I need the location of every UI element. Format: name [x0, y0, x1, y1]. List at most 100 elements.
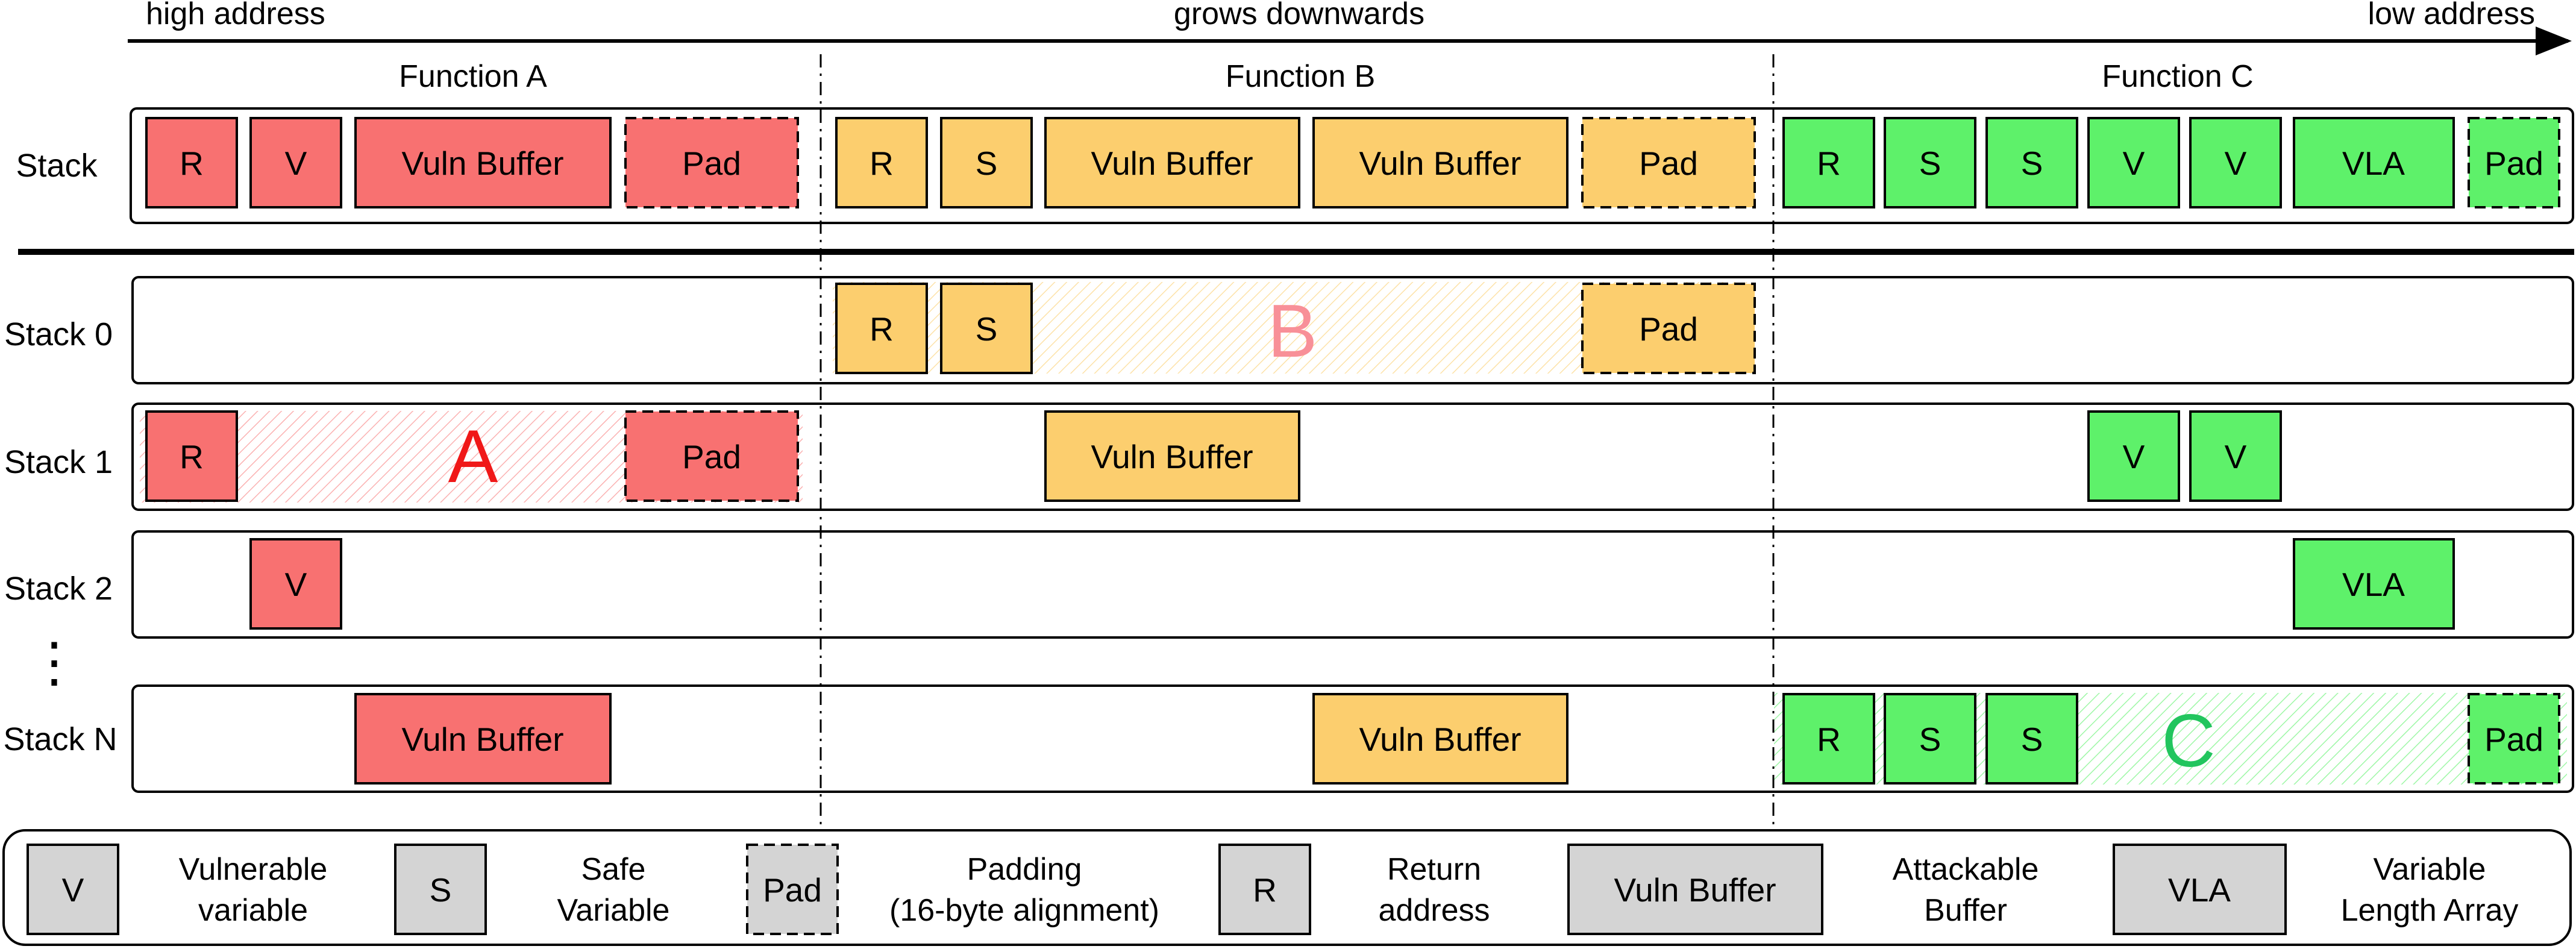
cell-label: R [180, 145, 204, 182]
legend-vuln-buffer-swatch [1567, 844, 1823, 935]
cell-label: Pad [1639, 310, 1698, 348]
legend-vulnerable-variable-swatch [27, 844, 119, 935]
cell-label: Pad [1639, 145, 1698, 182]
legend-safe-variable-swatch [394, 844, 487, 935]
cell-return-address [145, 410, 238, 502]
cell-label: R [870, 145, 894, 182]
cell-padding [624, 117, 799, 208]
cell-return-address [1782, 117, 1875, 208]
legend-vla-text: Variable [2374, 852, 2486, 887]
cell-label: V [2123, 438, 2145, 475]
cell-safe-variable [1985, 117, 2078, 208]
row-label-stack-2: Stack 2 [4, 571, 113, 607]
cell-vla [2293, 538, 2455, 630]
cell-label: VLA [2342, 145, 2405, 182]
high-address-label: high address [146, 0, 325, 31]
cell-label: S [976, 310, 998, 348]
cell-vulnerable-variable [2189, 410, 2282, 502]
cell-vuln-buffer [354, 693, 612, 785]
legend-vla-swatch [2113, 844, 2287, 935]
cell-vulnerable-variable [249, 538, 342, 630]
cell-padding [1581, 283, 1756, 374]
cell-label: V [285, 566, 307, 603]
stack-n-cells: Vuln Buffer Vuln Buffer R S S Pad [354, 693, 2560, 785]
cell-safe-variable [1884, 693, 1976, 785]
cell-return-address [145, 117, 238, 208]
cell-vuln-buffer [1044, 410, 1300, 502]
region-label-a: A [448, 415, 498, 498]
function-b-label: Function B [1226, 59, 1376, 94]
cell-label: R [1817, 145, 1841, 182]
cell-label: R [180, 438, 204, 475]
legend-padding-text: (16-byte alignment) [889, 893, 1159, 928]
legend-vulnerable-variable-text: variable [198, 893, 308, 928]
cell-padding [624, 410, 799, 502]
legend-safe-variable-text: Variable [557, 893, 670, 928]
region-label-c: C [2161, 700, 2216, 783]
cell-label: V [2123, 145, 2145, 182]
address-header: high address grows downwards low address [128, 0, 2572, 55]
legend-swatch-label: Pad [763, 871, 822, 909]
legend-padding-swatch [746, 844, 839, 935]
cell-vulnerable-variable [2189, 117, 2282, 208]
legend: V Vulnerable variable S Safe Variable Pa… [2, 829, 2572, 946]
cell-label: S [976, 145, 998, 182]
cell-label: Vuln Buffer [401, 721, 563, 758]
legend-return-address-swatch [1218, 844, 1311, 935]
stack-function-a-cells: R V Vuln Buffer Pad [145, 117, 799, 208]
row-label-stack: Stack [16, 148, 98, 184]
function-headers: Function A Function B Function C [399, 59, 2254, 94]
legend-vla-text: Length Array [2341, 893, 2519, 928]
region-label-b: B [1268, 290, 1318, 373]
legend-attackable-buffer-text: Attackable [1893, 852, 2039, 887]
legend-padding-text: Padding [967, 852, 1082, 887]
cell-vuln-buffer [354, 117, 612, 208]
legend-vulnerable-variable-text: Vulnerable [179, 852, 328, 887]
stack-function-b-cells: R S Vuln Buffer Vuln Buffer Pad [835, 117, 1756, 208]
vertical-ellipsis: ⋮ [27, 633, 81, 693]
cell-label: Vuln Buffer [1091, 145, 1253, 182]
stack-0-function-b-cells: R S Pad [835, 283, 1756, 374]
cell-padding [2468, 693, 2560, 785]
legend-swatch-label: R [1253, 871, 1277, 909]
cell-label: Vuln Buffer [1359, 721, 1521, 758]
cell-padding [2468, 117, 2560, 208]
cell-safe-variable [940, 117, 1033, 208]
cell-vla [2293, 117, 2455, 208]
cell-label: Pad [2484, 145, 2543, 182]
cell-vulnerable-variable [2087, 410, 2180, 502]
cell-label: Vuln Buffer [401, 145, 563, 182]
cell-label: V [285, 145, 307, 182]
cell-label: S [2021, 145, 2043, 182]
cell-label: Pad [682, 438, 741, 475]
cell-label: R [870, 310, 894, 348]
function-a-label: Function A [399, 59, 547, 94]
cell-vuln-buffer [1044, 117, 1300, 208]
legend-safe-variable-text: Safe [581, 852, 646, 887]
cell-label: S [1919, 721, 1941, 758]
cell-label: Vuln Buffer [1359, 145, 1521, 182]
grows-downwards-label: grows downwards [1174, 0, 1424, 31]
cell-label: Pad [682, 145, 741, 182]
low-address-label: low address [2368, 0, 2535, 31]
legend-return-address-text: Return [1387, 852, 1481, 887]
function-c-label: Function C [2102, 59, 2253, 94]
row-label-stack-n: Stack N [3, 721, 117, 757]
row-label-stack-0: Stack 0 [4, 316, 113, 352]
cell-vulnerable-variable [2087, 117, 2180, 208]
cell-label: S [2021, 721, 2043, 758]
legend-return-address-text: address [1379, 893, 1490, 928]
cell-padding [1581, 117, 1756, 208]
cell-label: V [2225, 145, 2247, 182]
cell-return-address [835, 117, 928, 208]
row-label-stack-1: Stack 1 [4, 444, 113, 480]
cell-vulnerable-variable [249, 117, 342, 208]
cell-vuln-buffer [1312, 693, 1568, 785]
cell-label: S [1919, 145, 1941, 182]
legend-swatch-label: VLA [2168, 871, 2231, 909]
legend-attackable-buffer-text: Buffer [1924, 893, 2007, 928]
cell-safe-variable [1884, 117, 1976, 208]
cell-vuln-buffer [1312, 117, 1568, 208]
stack-2-row [131, 530, 2574, 639]
